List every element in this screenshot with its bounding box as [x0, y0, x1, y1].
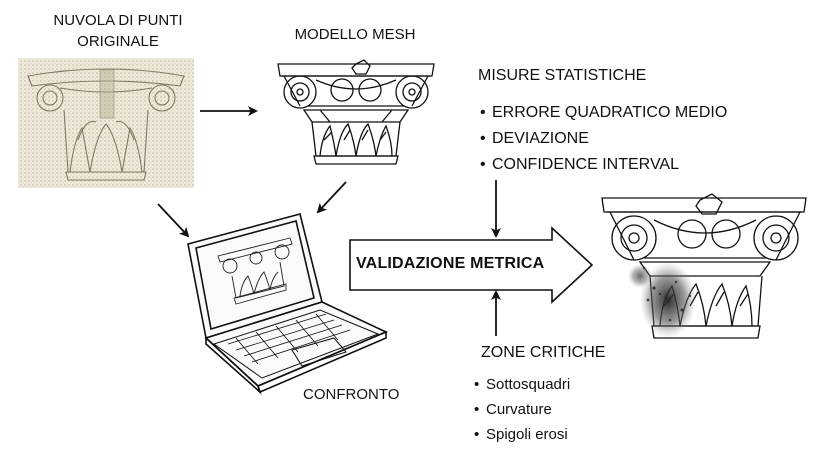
- statistics-item-deviation: DEVIAZIONE: [480, 126, 727, 152]
- mesh-model-title: MODELLO MESH: [294, 26, 416, 43]
- critical-zone-curvatures: Curvature: [474, 397, 570, 422]
- statistics-item-confidence: CONFIDENCE INTERVAL: [480, 152, 727, 178]
- point-cloud-capital-image: [18, 58, 194, 188]
- arrow-mesh-to-laptop: [316, 181, 347, 214]
- point-cloud-title: NUVOLA DI PUNTI ORIGINALE: [18, 10, 218, 52]
- laptop-illustration: [187, 213, 388, 395]
- critical-zones-list: Sottosquadri Curvature Spigoli erosi: [474, 372, 570, 447]
- point-cloud-title-line1: NUVOLA DI PUNTI: [53, 12, 183, 29]
- point-cloud-title-line2: ORIGINALE: [77, 33, 159, 50]
- comparison-label: CONFRONTO: [303, 386, 400, 403]
- validation-arrow: [349, 226, 594, 304]
- critical-zone-eroded-edges: Spigoli erosi: [474, 422, 570, 447]
- validated-capital-image: [601, 193, 807, 339]
- critical-zones-title: ZONE CRITICHE: [481, 344, 606, 361]
- arrow-cloud-to-laptop: [157, 203, 190, 238]
- statistics-title: MISURE STATISTICHE: [478, 67, 647, 84]
- critical-zone-undercuts: Sottosquadri: [474, 372, 570, 397]
- statistics-list: ERRORE QUADRATICO MEDIO DEVIAZIONE CONFI…: [480, 100, 727, 178]
- validation-label: VALIDAZIONE METRICA: [356, 255, 545, 272]
- laptop-screen-capital-image: [217, 237, 293, 305]
- statistics-item-rmse: ERRORE QUADRATICO MEDIO: [480, 100, 727, 126]
- connector-arrows: [157, 106, 501, 336]
- mesh-model-capital-image: [277, 59, 435, 165]
